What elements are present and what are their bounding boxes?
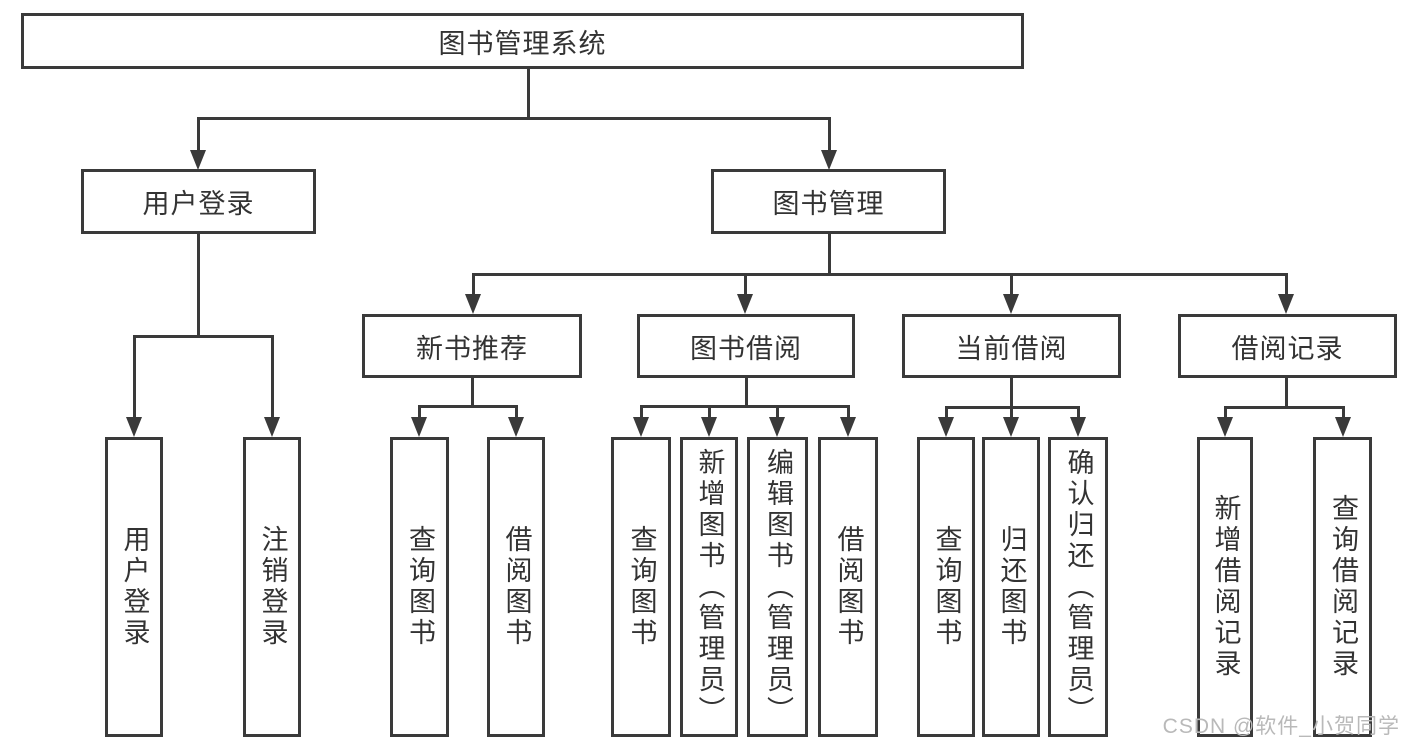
connector	[945, 406, 948, 419]
node-user-login: 用户登录	[81, 169, 316, 234]
leaf-query-books-current: 查询图书	[917, 437, 975, 737]
connector	[1342, 406, 1345, 419]
leaf-label: 查询图书	[931, 525, 962, 649]
connector	[472, 273, 475, 297]
connector	[640, 405, 643, 419]
arrowhead	[508, 417, 524, 437]
arrowhead	[465, 294, 481, 314]
leaf-confirm-return-admin: 确认归还（管理员）	[1048, 437, 1108, 737]
leaf-label: 新增图书（管理员）	[694, 447, 725, 727]
connector	[640, 405, 849, 408]
arrowhead	[938, 417, 954, 437]
connector	[418, 405, 518, 408]
leaf-label: 查询图书	[626, 525, 657, 649]
arrowhead	[1335, 417, 1351, 437]
arrowhead	[840, 417, 856, 437]
connector	[197, 117, 830, 120]
node-label: 借阅记录	[1231, 333, 1344, 364]
connector	[1010, 273, 1013, 297]
leaf-logout: 注销登录	[243, 437, 301, 737]
connector	[1285, 273, 1288, 297]
leaf-label: 注销登录	[257, 525, 288, 649]
arrowhead	[411, 417, 427, 437]
leaf-borrow-books-recommend: 借阅图书	[487, 437, 545, 737]
arrowhead	[769, 417, 785, 437]
arrowhead	[701, 417, 717, 437]
connector	[197, 117, 200, 153]
connector	[708, 405, 711, 419]
arrowhead	[126, 417, 142, 437]
arrowhead	[1217, 417, 1233, 437]
leaf-label: 查询图书	[405, 525, 435, 649]
leaf-label: 归还图书	[996, 525, 1027, 649]
leaf-return-book: 归还图书	[982, 437, 1040, 737]
connector	[133, 335, 136, 419]
arrowhead	[264, 417, 280, 437]
leaf-query-books-borrowing: 查询图书	[611, 437, 671, 737]
leaf-label: 新增借阅记录	[1210, 494, 1241, 680]
leaf-label: 查询借阅记录	[1328, 494, 1358, 680]
connector	[1224, 406, 1344, 409]
leaf-add-book-admin: 新增图书（管理员）	[680, 437, 738, 737]
leaf-label: 借阅图书	[833, 525, 864, 649]
node-label: 当前借阅	[955, 333, 1068, 364]
arrowhead	[190, 150, 206, 170]
connector	[133, 335, 274, 338]
connector	[1010, 378, 1013, 407]
leaf-add-borrow-record: 新增借阅记录	[1197, 437, 1253, 737]
arrowhead	[1003, 294, 1019, 314]
arrowhead	[1070, 417, 1086, 437]
connector	[828, 234, 831, 276]
leaf-label: 确认归还（管理员）	[1063, 447, 1094, 727]
leaf-query-books-recommend: 查询图书	[390, 437, 449, 737]
connector	[1010, 406, 1013, 419]
node-label: 新书推荐	[416, 333, 528, 364]
node-book-management: 图书管理	[711, 169, 946, 234]
watermark: CSDN @软件_小贺同学	[1162, 715, 1400, 738]
connector	[527, 69, 530, 117]
connector	[1077, 406, 1080, 419]
connector	[828, 117, 831, 153]
connector	[847, 405, 850, 419]
leaf-edit-book-admin: 编辑图书（管理员）	[747, 437, 808, 737]
connector	[515, 405, 518, 419]
node-book-borrowing: 图书借阅	[637, 314, 855, 378]
node-new-book-recommend: 新书推荐	[362, 314, 582, 378]
node-label: 图书管理	[772, 189, 885, 219]
connector	[1224, 406, 1227, 419]
connector	[744, 273, 747, 297]
connector	[418, 405, 421, 419]
arrowhead	[1003, 417, 1019, 437]
node-borrowing-records: 借阅记录	[1178, 314, 1397, 378]
node-label: 图书管理系统	[438, 28, 607, 59]
arrowhead	[633, 417, 649, 437]
leaf-label: 借阅图书	[501, 525, 532, 649]
leaf-label: 用户登录	[119, 525, 150, 649]
arrowhead	[1278, 294, 1294, 314]
leaf-query-borrow-record: 查询借阅记录	[1313, 437, 1372, 737]
arrowhead	[737, 294, 753, 314]
node-label: 用户登录	[142, 189, 255, 219]
connector	[1285, 378, 1288, 407]
arrowhead	[821, 150, 837, 170]
connector	[471, 378, 474, 406]
node-root-library-system: 图书管理系统	[21, 13, 1024, 69]
connector	[271, 335, 274, 419]
connector	[197, 234, 200, 336]
node-current-borrowing: 当前借阅	[902, 314, 1121, 378]
leaf-borrow-books-borrowing: 借阅图书	[818, 437, 878, 737]
connector	[776, 405, 779, 419]
connector	[472, 273, 1287, 276]
leaf-user-login: 用户登录	[105, 437, 163, 737]
leaf-label: 编辑图书（管理员）	[763, 447, 793, 727]
connector	[745, 378, 748, 406]
node-label: 图书借阅	[690, 333, 802, 364]
